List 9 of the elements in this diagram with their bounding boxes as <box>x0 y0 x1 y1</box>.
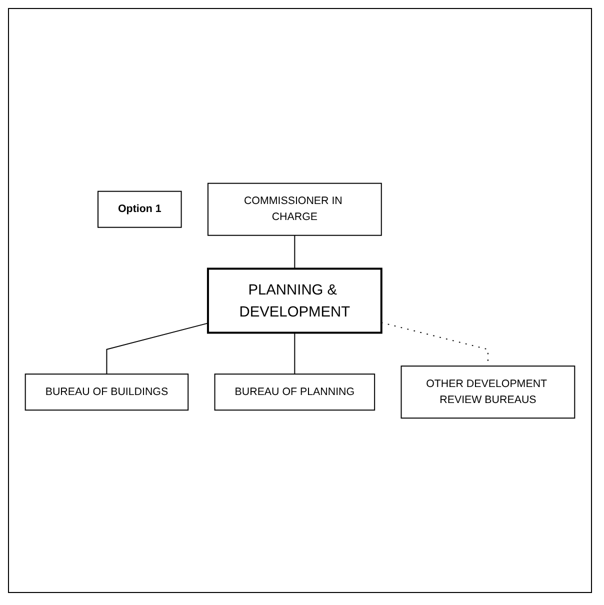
connector <box>294 234 296 269</box>
node-box: COMMISSIONER IN CHARGE <box>207 182 382 236</box>
node-box: BUREAU OF PLANNING <box>214 373 376 410</box>
node-box: BUREAU OF BUILDINGS <box>24 373 189 410</box>
node-box: PLANNING & DEVELOPMENT <box>206 267 382 334</box>
node-box: OTHER DEVELOPMENT REVIEW BUREAUS <box>400 365 576 418</box>
node-box: Option 1 <box>98 190 182 228</box>
connector <box>106 322 208 374</box>
connector <box>294 332 296 374</box>
